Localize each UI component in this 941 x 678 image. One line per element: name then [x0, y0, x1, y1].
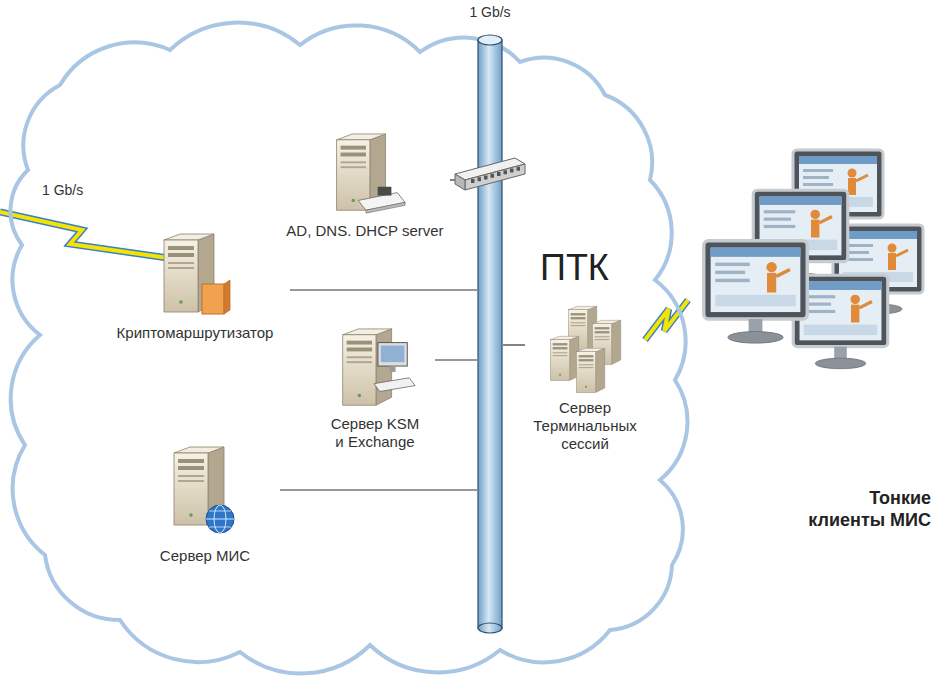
node-label: Тонкие клиенты МИС	[791, 488, 931, 531]
node-label: Сервер KSM и Exchange	[328, 415, 422, 451]
bus-end	[478, 623, 502, 633]
cloud-region: ПТК1 Gb/sAD, DNS. DHCP serverКриптомаршр…	[0, 0, 700, 678]
monitor-group	[688, 140, 935, 470]
server-icon	[320, 132, 410, 220]
monitor-icon	[704, 241, 808, 343]
bus-body	[478, 40, 502, 628]
switch-device	[455, 158, 525, 190]
server-icon	[543, 305, 627, 397]
node-label: AD, DNS. DHCP server	[286, 222, 443, 240]
server-icon	[150, 232, 240, 322]
server-node: Сервер МИС	[130, 445, 280, 565]
lightning-bolt	[0, 212, 168, 258]
server-node: Сервер KSM и Exchange	[315, 325, 435, 451]
bus-link	[290, 290, 477, 291]
bus-end	[478, 35, 502, 45]
node-label: Сервер МИС	[160, 547, 250, 565]
server-node: Сервер Терминальных сессий	[525, 305, 645, 453]
bus-link	[503, 344, 525, 345]
router-node: Криптомаршрутизатор	[100, 232, 290, 342]
region-title: ПТК	[540, 246, 609, 289]
bus-link	[435, 360, 477, 361]
node-label: Криптомаршрутизатор	[117, 324, 274, 342]
bus-link	[280, 490, 477, 491]
bus-link	[435, 359, 477, 360]
lightning-bolt	[0, 212, 168, 258]
speed-label: 1 Gb/s	[469, 4, 510, 21]
bus-link	[503, 345, 525, 346]
bus-link	[290, 289, 477, 290]
node-label: Сервер Терминальных сессий	[526, 399, 644, 453]
network-bus: 1 Gb/s	[477, 34, 503, 634]
cloud-outline	[10, 23, 687, 674]
server-node: AD, DNS. DHCP server	[280, 132, 450, 240]
server-icon	[330, 325, 420, 413]
bus-cylinder	[477, 34, 503, 634]
speed-label: 1 Gb/s	[42, 182, 83, 198]
server-icon	[160, 445, 250, 545]
bus-link	[280, 489, 477, 490]
thin-clients: Тонкие клиенты МИС	[688, 140, 935, 540]
